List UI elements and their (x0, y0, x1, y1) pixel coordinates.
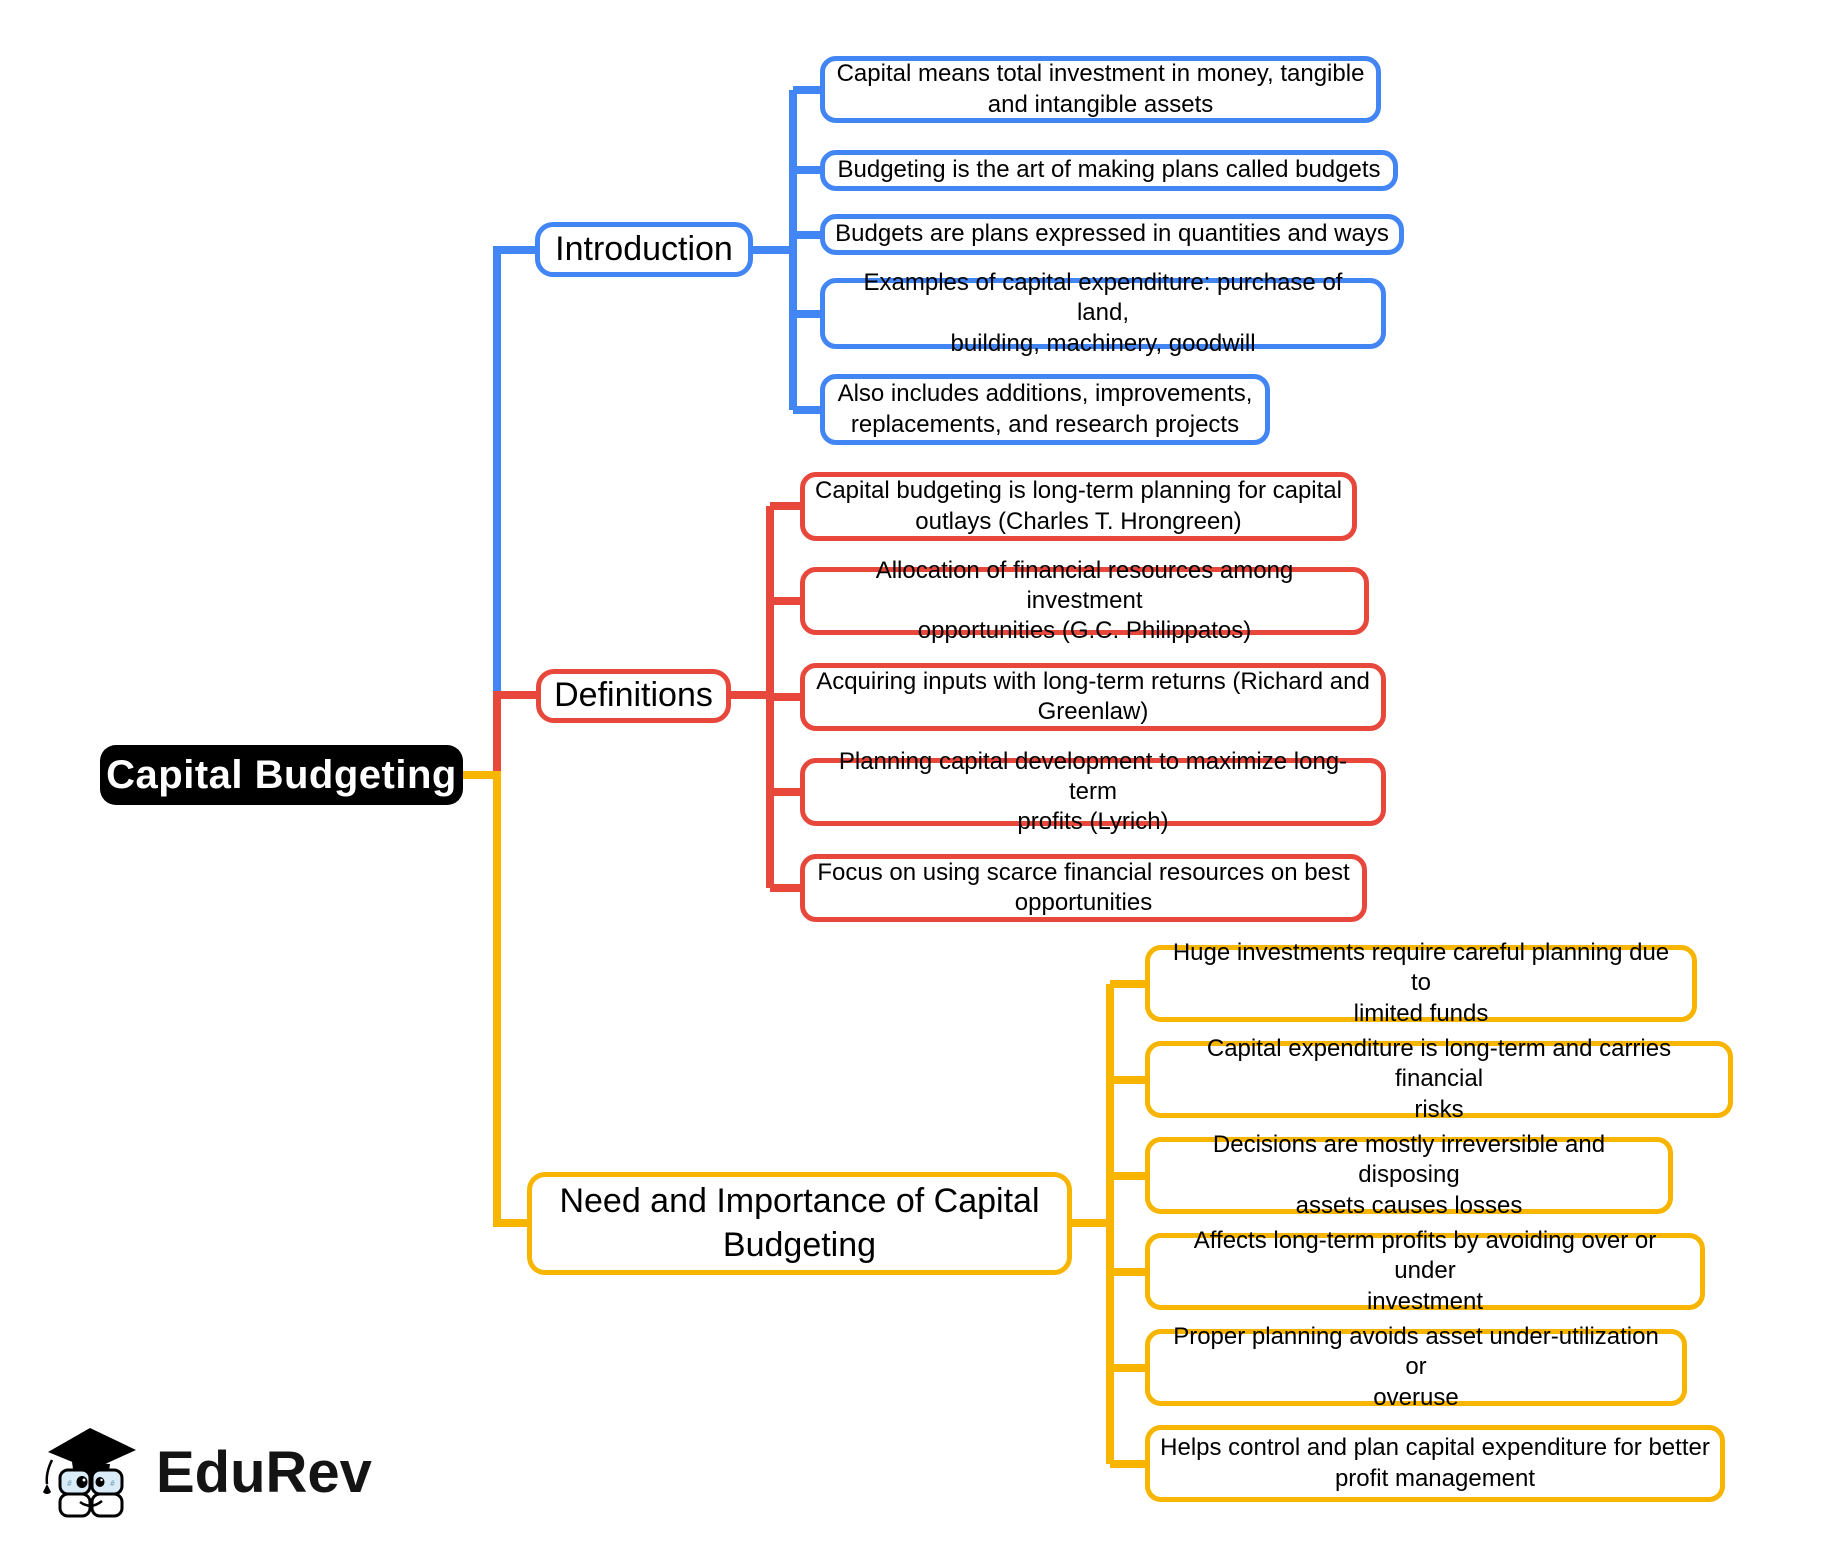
leaf-need-2: Capital expenditure is long-term and car… (1145, 1035, 1733, 1123)
connector-trunk-definitions (493, 691, 536, 775)
connector-trunk-need (463, 771, 527, 1227)
leaf-need-6: Helps control and plan capital expenditu… (1145, 1425, 1725, 1502)
branch-definitions: Definitions (536, 669, 731, 723)
svg-text:#: # (67, 1479, 72, 1488)
leaf-need-1: Huge investments require careful plannin… (1145, 939, 1697, 1027)
root-node-capital-budgeting: Capital Budgeting (100, 745, 463, 805)
leaf-need-3: Decisions are mostly irreversible and di… (1145, 1131, 1673, 1219)
leaf-introduction-5: Also includes additions, improvements, r… (820, 374, 1270, 445)
leaf-definitions-5: Focus on using scarce financial resource… (800, 854, 1367, 922)
leaf-definitions-1: Capital budgeting is long-term planning … (800, 472, 1357, 541)
leaf-definitions-4: Planning capital development to maximize… (800, 748, 1386, 835)
connector-rail-definitions (731, 502, 800, 892)
edurev-logo: # # EduRev (38, 1424, 372, 1520)
leaf-introduction-2: Budgeting is the art of making plans cal… (820, 150, 1398, 191)
leaf-introduction-3: Budgets are plans expressed in quantitie… (820, 214, 1404, 255)
connector-rail-need (1072, 980, 1145, 1468)
edurev-brand-text: EduRev (156, 1439, 372, 1505)
connector-trunk-introduction (493, 246, 535, 775)
leaf-introduction-4: Examples of capital expenditure: purchas… (820, 269, 1386, 357)
leaf-need-5: Proper planning avoids asset under-utili… (1145, 1323, 1687, 1411)
branch-introduction: Introduction (535, 222, 753, 277)
leaf-need-4: Affects long-term profits by avoiding ov… (1145, 1227, 1705, 1315)
leaf-definitions-2: Allocation of financial resources among … (800, 557, 1369, 644)
branch-need-and-importance: Need and Importance of Capital Budgeting (527, 1172, 1072, 1275)
leaf-definitions-3: Acquiring inputs with long-term returns … (800, 663, 1386, 731)
leaf-introduction-1: Capital means total investment in money,… (820, 56, 1381, 123)
svg-text:#: # (110, 1479, 115, 1488)
connector-rail-introduction (753, 86, 820, 414)
edurev-mascot-icon: # # (43, 1428, 136, 1518)
